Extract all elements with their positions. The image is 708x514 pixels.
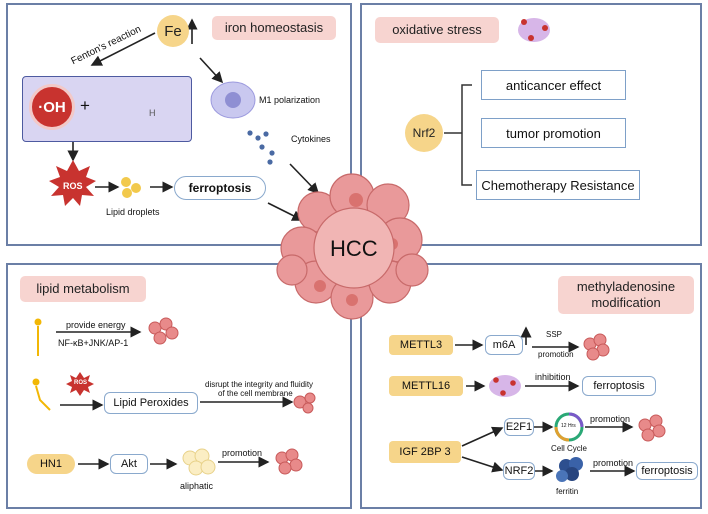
ferroptosis-box: ferroptosis xyxy=(174,176,266,200)
cytokines-to-hcc-arrow xyxy=(289,163,320,195)
lipid-promotion-label: promotion xyxy=(222,448,263,458)
igf-to-e2f1-arrow xyxy=(461,426,504,447)
aliphatic-label: aliphatic xyxy=(180,481,214,491)
effect-chemotherapy-resistance: Chemotherapy Resistance xyxy=(476,170,640,200)
igf2bp3-box: IGF 2BP 3 xyxy=(389,441,461,463)
cytokines-label: Cytokines xyxy=(291,134,331,144)
effect-anticancer: anticancer effect xyxy=(481,70,626,100)
methyl-title-line2: modification xyxy=(591,295,661,310)
mettl16-ferroptosis-box: ferroptosis xyxy=(582,376,656,396)
ros-label: ROS xyxy=(63,181,83,191)
e2f1-box: E2F1 xyxy=(504,418,534,436)
fe-to-m1-arrow xyxy=(199,57,224,84)
m6a-box: m6A xyxy=(485,335,523,355)
hcc-label: HCC xyxy=(330,236,378,261)
hydroxyl-radical-icon: ·OH xyxy=(29,84,75,130)
effect-tumor-promotion: tumor promotion xyxy=(481,118,626,148)
igf-to-nrf2-arrow xyxy=(461,456,504,473)
fe-circle: Fe xyxy=(157,15,189,47)
nrf2-label: Nrf2 xyxy=(412,126,436,140)
disrupt-label-line2: of the cell membrane xyxy=(218,389,293,398)
cycle-inner-label: 12 Hrs xyxy=(561,423,576,429)
oxidative-stress-title: oxidative stress xyxy=(375,17,499,43)
ferritin-label: ferritin xyxy=(556,487,579,496)
plus-sign: + xyxy=(80,96,90,115)
mettl3-box: METTL3 xyxy=(389,335,453,355)
iron-homeostasis-title: iron homeostasis xyxy=(212,16,336,40)
nrf2-circle: Nrf2 xyxy=(405,114,443,152)
ferritin-promotion-label: promotion xyxy=(593,458,634,468)
nfkb-pathway-label: NF-κB+JNK/AP-1 xyxy=(58,338,129,348)
akt-box: Akt xyxy=(110,454,148,474)
cycle-promotion-label: promotion xyxy=(590,414,631,424)
methyladenosine-title: methyladenosine modification xyxy=(558,276,694,314)
nrf2-box: NRF2 xyxy=(503,462,535,480)
m6a-promotion-label: promotion xyxy=(538,350,574,359)
m1-polarization-label: M1 polarization xyxy=(259,95,321,105)
ferroptosis-to-hcc-arrow xyxy=(267,202,304,221)
hydrogen-label: H xyxy=(149,108,156,118)
lipid-peroxides-box: Lipid Peroxides xyxy=(104,392,198,414)
mettl16-box: METTL16 xyxy=(389,376,463,396)
nrf2-ferroptosis-box: ferroptosis xyxy=(636,462,698,480)
disrupt-label-line1: disrupt the integrity and fluidity xyxy=(205,380,314,389)
ros-starburst-shape xyxy=(49,160,96,206)
methyl-title-line1: methyladenosine xyxy=(576,278,676,294)
cell-cycle-label: Cell Cycle xyxy=(551,444,588,453)
nrf2-brace xyxy=(444,84,472,186)
ssp-label: SSP xyxy=(546,330,563,339)
lipid-ros-label: ROS xyxy=(74,380,88,386)
fe-label: Fe xyxy=(164,22,182,40)
hn1-box: HN1 xyxy=(27,454,75,474)
hydroxyl-label: ·OH xyxy=(38,98,66,116)
provide-energy-label: provide energy xyxy=(66,320,126,330)
inhibition-label: inhibition xyxy=(535,372,571,382)
fenton-arrow xyxy=(90,32,156,66)
lipid-metabolism-title: lipid metabolism xyxy=(20,276,146,302)
lipid-droplets-label: Lipid droplets xyxy=(106,207,160,217)
